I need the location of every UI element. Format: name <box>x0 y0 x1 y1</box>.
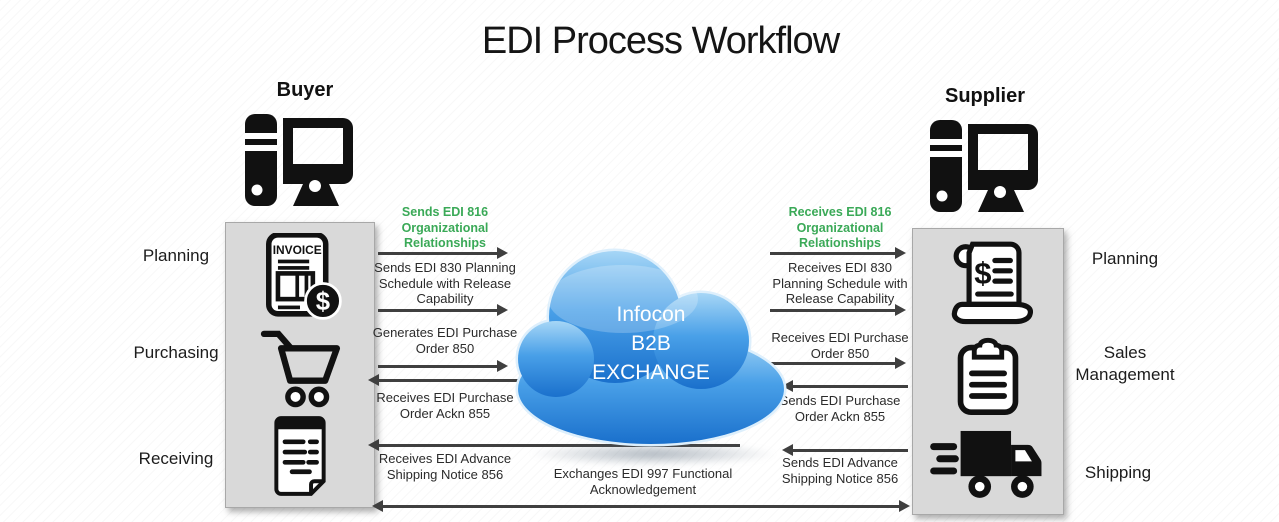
supplier-role-shipping: Shipping <box>1084 463 1152 482</box>
supplier-role-sales-management: Sales Management <box>1075 343 1175 384</box>
supplier-computer-icon <box>928 112 1040 214</box>
shopping-cart-icon <box>255 326 345 412</box>
buyer-flow-816-label: Sends EDI 816 Organizational Relationshi… <box>401 205 489 250</box>
receiving-document-icon <box>259 415 341 497</box>
billing-receipt-icon: $ <box>943 239 1033 325</box>
buyer-computer-icon <box>243 106 355 208</box>
buyer-flow-855-label: Receives EDI Purchase Order Ackn 855 <box>376 390 514 421</box>
supplier-role-planning: Planning <box>1091 249 1159 268</box>
supplier-flow-855-arrow <box>782 380 908 392</box>
supplier-flow-816-label: Receives EDI 816 Organizational Relation… <box>788 205 892 250</box>
supplier-flow-830-label: Receives EDI 830 Planning Schedule with … <box>772 260 908 306</box>
buyer-flow-856-label: Receives EDI Advance Shipping Notice 856 <box>378 451 512 482</box>
supplier-flow-856-label: Sends EDI Advance Shipping Notice 856 <box>781 455 899 486</box>
supplier-process-box: $ <box>912 228 1064 515</box>
buyer-label: Buyer <box>276 79 334 101</box>
bottom-flow-997-label: Exchanges EDI 997 Functional Acknowledge… <box>553 466 733 497</box>
supplier-label: Supplier <box>944 85 1025 107</box>
clipboard-icon <box>947 333 1029 417</box>
cloud-label: Infocon B2B EXCHANGE <box>592 303 710 384</box>
bottom-flow-997-arrow <box>372 500 910 512</box>
page-title: EDI Process Workflow <box>481 20 840 62</box>
buyer-role-receiving: Receiving <box>138 449 214 468</box>
supplier-flow-850-arrow <box>770 357 906 369</box>
buyer-role-planning: Planning <box>142 246 210 265</box>
svg-text:$: $ <box>316 288 330 316</box>
supplier-flow-816-arrow <box>770 247 906 259</box>
supplier-flow-855-label: Sends EDI Purchase Order Ackn 855 <box>779 393 901 424</box>
shipping-truck-icon <box>928 424 1048 504</box>
buyer-flow-850-arrow <box>378 360 508 372</box>
b2b-exchange-cloud <box>513 241 789 449</box>
supplier-flow-850-label: Receives EDI Purchase Order 850 <box>771 330 909 361</box>
buyer-flow-850-label: Generates EDI Purchase Order 850 <box>372 325 518 356</box>
buyer-flow-816-arrow <box>378 247 508 259</box>
buyer-process-box: INVOICE $ <box>225 222 375 508</box>
svg-text:INVOICE: INVOICE <box>273 243 322 257</box>
svg-text:$: $ <box>974 256 991 291</box>
buyer-flow-830-arrow <box>378 304 508 316</box>
supplier-flow-830-arrow <box>770 304 906 316</box>
buyer-role-purchasing: Purchasing <box>133 343 219 362</box>
supplier-flow-856-arrow <box>782 444 908 456</box>
buyer-flow-830-label: Sends EDI 830 Planning Schedule with Rel… <box>374 260 516 306</box>
invoice-icon: INVOICE $ <box>254 233 346 323</box>
